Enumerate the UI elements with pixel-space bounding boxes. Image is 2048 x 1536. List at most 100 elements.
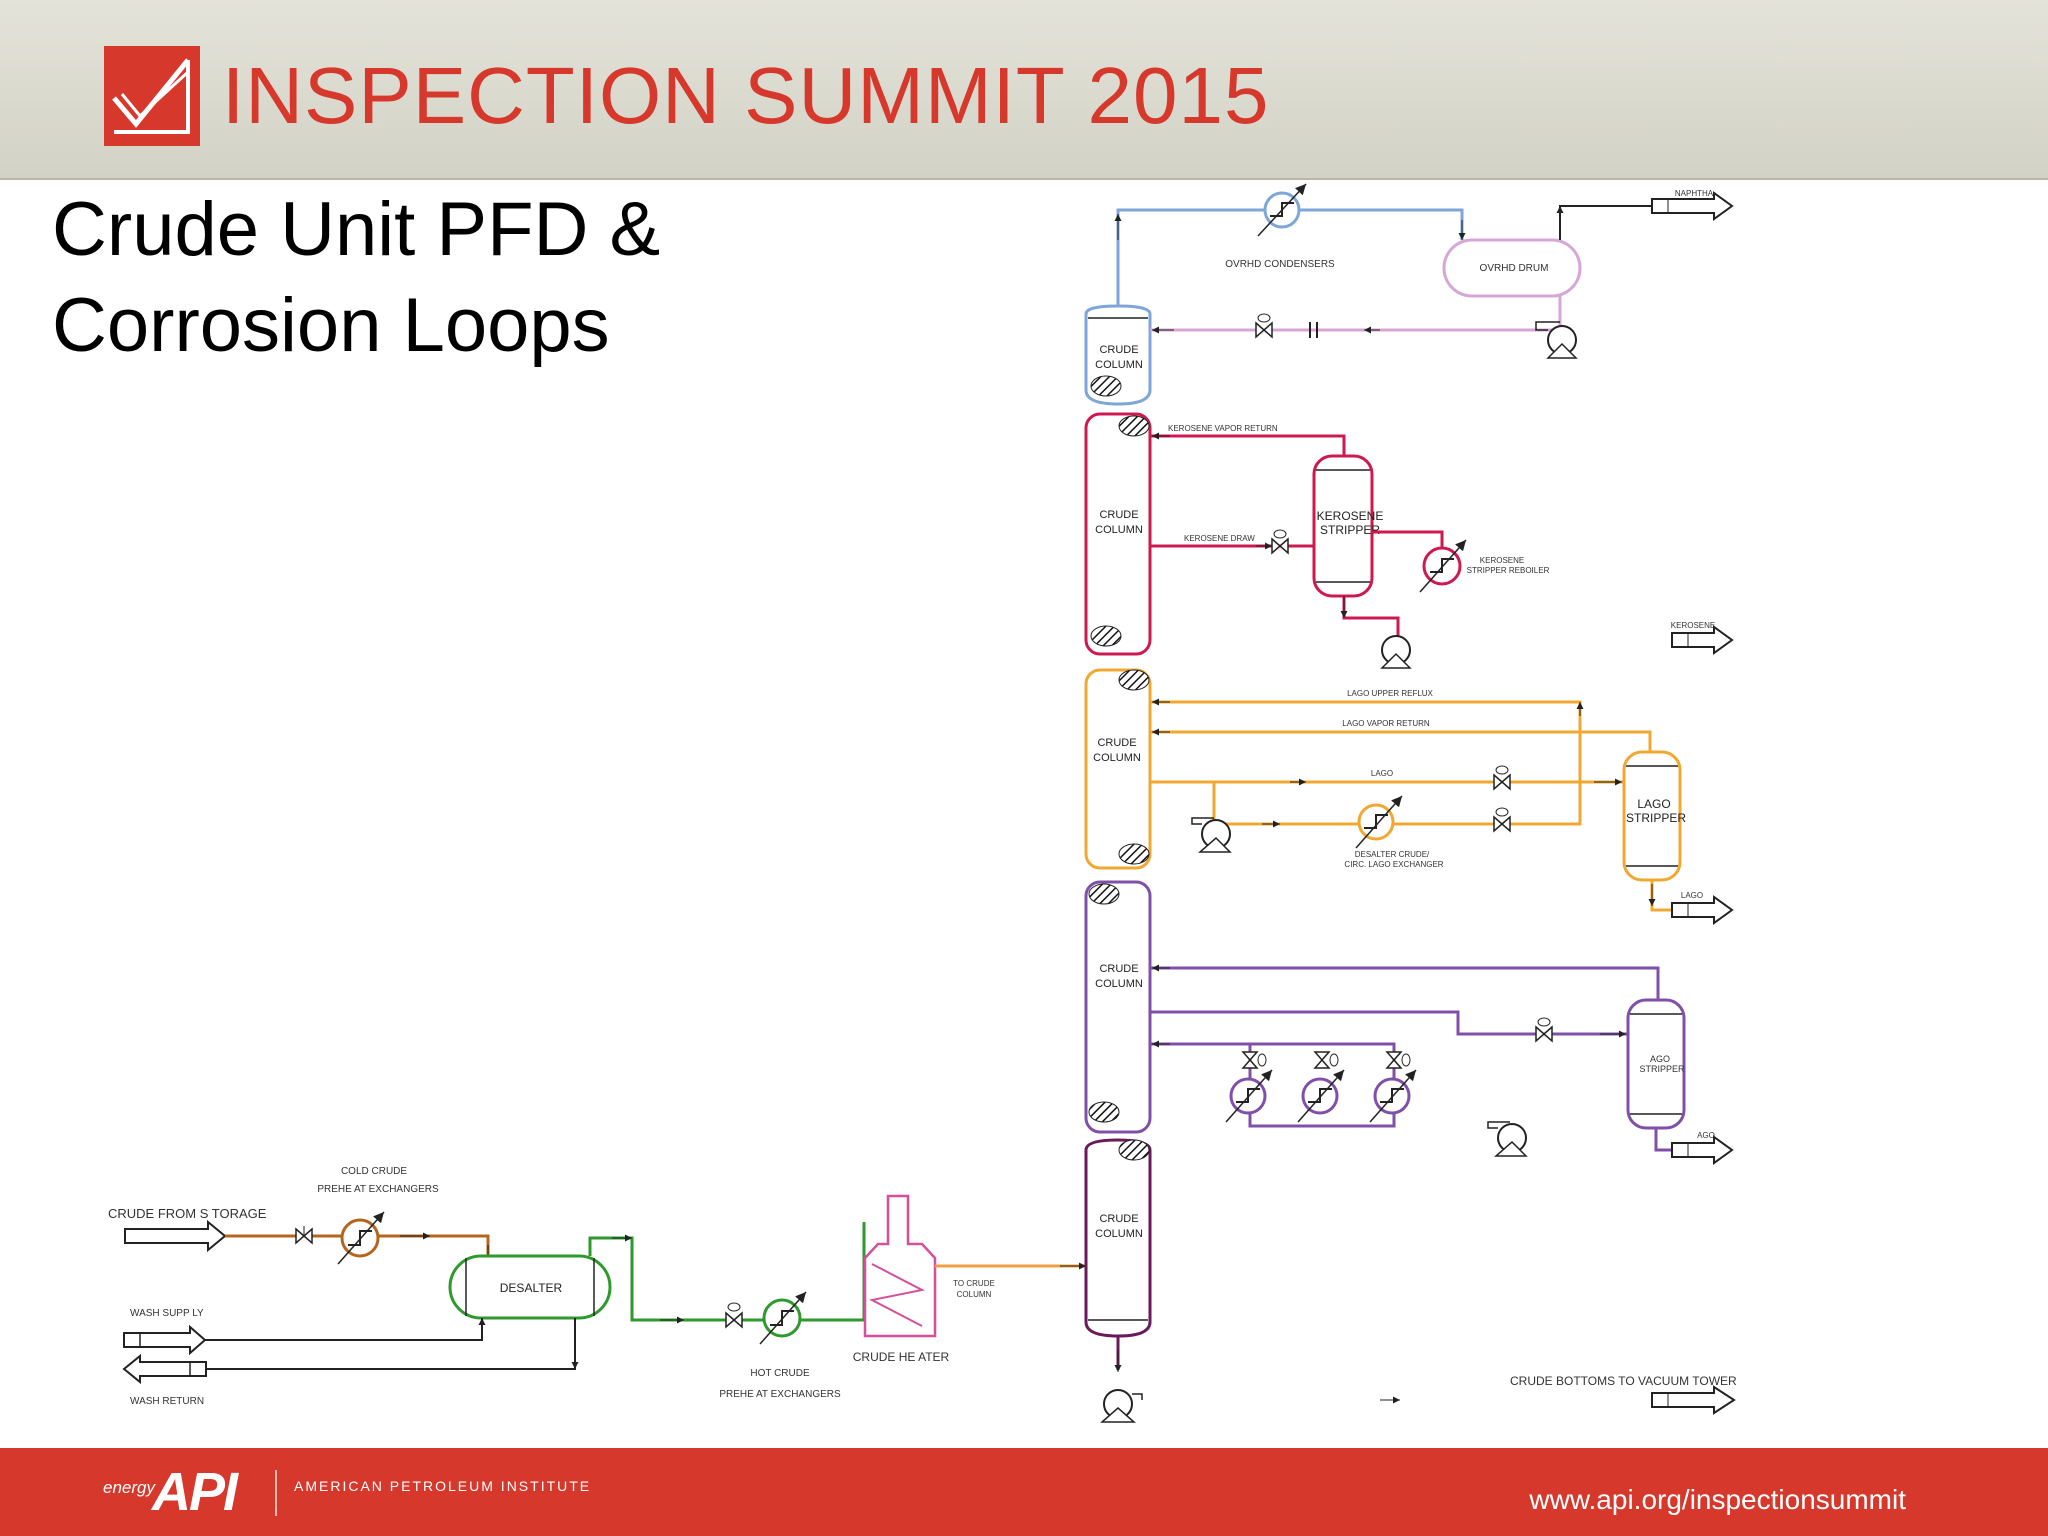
cold-crude-exchanger-icon[interactable] — [337, 1211, 385, 1265]
crude-column-label: CRUDE — [1099, 344, 1138, 356]
to-crude-label: TO CRUDE — [953, 1279, 995, 1288]
crude-column-ago[interactable] — [1084, 880, 1152, 1134]
cold-preheat-exchangers-label: PREHE AT EXCHANGERS — [317, 1184, 439, 1195]
desalted-crude-line — [588, 1222, 866, 1322]
ago-pump-icon[interactable] — [1487, 1121, 1528, 1157]
wash-return-label: WASH RETURN — [130, 1396, 204, 1407]
feed-section: CRUDE FROM S TORAGE COLD CRUDE PREHE AT … — [108, 1166, 1086, 1407]
kerosene-product-line — [1342, 596, 1400, 640]
ago-product-line — [1654, 1128, 1672, 1152]
overhead-condenser-icon[interactable] — [1257, 183, 1307, 237]
valve-icon[interactable] — [1255, 313, 1273, 339]
bottoms-pump-icon[interactable] — [1100, 1389, 1143, 1423]
ago-exchanger-icon[interactable] — [1369, 1069, 1417, 1123]
lago-section: CRUDE COLUMN LAGO UPPER REFLUX LAGO VAPO… — [1084, 668, 1734, 925]
valve-icon[interactable] — [725, 1302, 743, 1329]
crude-column-label: COLUMN — [1093, 752, 1141, 764]
hot-crude-exchanger-icon[interactable] — [759, 1291, 807, 1345]
reflux-pump-icon[interactable] — [1535, 321, 1578, 359]
ago-stripper-label: STRIPPER — [1639, 1064, 1685, 1074]
ago-vapor-return-line — [1150, 966, 1660, 1000]
hot-preheat-exchangers-label: PREHE AT EXCHANGERS — [719, 1389, 841, 1400]
circulating-lago-line — [1212, 782, 1580, 826]
kerosene-draw-label: KEROSENE DRAW — [1184, 534, 1255, 543]
crude-column-label: COLUMN — [1095, 524, 1143, 536]
kerosene-pump-icon[interactable] — [1380, 635, 1412, 669]
desalter-lago-exchanger-icon[interactable] — [1355, 795, 1403, 849]
lago-upper-reflux-label: LAGO UPPER REFLUX — [1347, 689, 1433, 698]
website-link[interactable]: www.api.org/inspectionsummit — [1529, 1484, 1906, 1515]
lago-product-line — [1650, 880, 1672, 912]
valve-icon[interactable] — [1385, 1051, 1411, 1069]
kerosene-stripper-label: KEROSENE — [1317, 509, 1384, 523]
desalter-vessel[interactable] — [448, 1254, 612, 1320]
crude-from-storage-label: CRUDE FROM S TORAGE — [108, 1206, 267, 1221]
crude-heater[interactable] — [863, 1194, 937, 1338]
energy-logo-text: energy — [103, 1478, 155, 1497]
crude-column-label: COLUMN — [1095, 359, 1143, 371]
ago-label: AGO — [1697, 1131, 1715, 1140]
crude-column-label: CRUDE — [1099, 963, 1138, 975]
header-bar: INSPECTION SUMMIT 2015 — [0, 0, 2048, 180]
valve-icon[interactable] — [1241, 1051, 1267, 1069]
flow-orifice-icon — [1309, 322, 1318, 338]
overhead-drum[interactable] — [1442, 238, 1582, 298]
valve-icon[interactable] — [1535, 1017, 1553, 1043]
ago-exchanger-icon[interactable] — [1225, 1069, 1273, 1123]
desalter-exchanger-label: CIRC. LAGO EXCHANGER — [1344, 860, 1443, 869]
valve-icon[interactable] — [1493, 765, 1511, 791]
desalter-label: DESALTER — [500, 1281, 563, 1295]
api-logo: API — [152, 1462, 238, 1522]
wash-return-line — [206, 1318, 576, 1370]
reboiler-loop-line — [1372, 530, 1444, 548]
ovrhd-condensers-label: OVRHD CONDENSERS — [1225, 259, 1335, 270]
valve-icon[interactable] — [295, 1226, 313, 1245]
bottoms-section: CRUDE COLUMN CRUDE BOTTOMS TO VACUUM TOW… — [1084, 1138, 1737, 1423]
event-title: INSPECTION SUMMIT 2015 — [222, 51, 1270, 140]
crude-feed-arrow — [124, 1219, 227, 1253]
kerosene-stripper[interactable] — [1312, 454, 1374, 598]
kerosene-stripper-label: STRIPPER — [1320, 523, 1380, 537]
organization-name: AMERICAN PETROLEUM INSTITUTE — [294, 1478, 592, 1494]
crude-column-lago[interactable] — [1084, 668, 1152, 870]
lago-stripper-label: STRIPPER — [1626, 811, 1686, 825]
crude-column-bottom[interactable] — [1084, 1138, 1152, 1338]
lago-draw-label: LAGO — [1371, 769, 1393, 778]
wash-supply-line — [205, 1318, 483, 1341]
kerosene-vapor-return-line — [1150, 434, 1346, 456]
ago-section: CRUDE COLUMN — [1084, 880, 1734, 1165]
lago-pump-icon[interactable] — [1191, 817, 1232, 853]
footer-bar: energy API AMERICAN PETROLEUM INSTITUTE … — [0, 1448, 2048, 1536]
lago-vapor-return-line — [1150, 730, 1652, 752]
hot-crude-label: HOT CRUDE — [750, 1368, 810, 1379]
reflux-line — [1150, 296, 1562, 332]
valve-icon[interactable] — [1493, 807, 1511, 833]
lago-label: LAGO — [1681, 891, 1703, 900]
ago-pumparound-return-line — [1150, 1042, 1396, 1066]
crude-column-kerosene[interactable] — [1084, 412, 1152, 656]
wash-supply-arrow — [123, 1324, 207, 1356]
lago-stripper-label: LAGO — [1637, 797, 1670, 811]
valve-icon[interactable] — [1313, 1051, 1339, 1069]
crude-bottoms-label: CRUDE BOTTOMS TO VACUUM TOWER — [1510, 1374, 1737, 1388]
crude-column-label: CRUDE — [1097, 737, 1136, 749]
kerosene-reboiler-label: KEROSENE — [1480, 556, 1524, 565]
ago-stripper-label: AGO — [1650, 1054, 1670, 1064]
lago-arrow — [1671, 895, 1734, 925]
kerosene-arrow — [1671, 625, 1734, 655]
crude-column-top[interactable] — [1084, 304, 1152, 406]
kerosene-label: KEROSENE — [1671, 621, 1715, 630]
ago-exchanger-icon[interactable] — [1297, 1069, 1345, 1123]
kerosene-section: CRUDE COLUMN KEROSENE VAPOR RETURN KEROS… — [1084, 412, 1734, 669]
ago-arrow — [1671, 1135, 1734, 1165]
valve-icon[interactable] — [1271, 529, 1289, 555]
footer-divider — [275, 1470, 277, 1516]
crude-column-label: CRUDE — [1099, 1213, 1138, 1225]
crude-heater-label: CRUDE HE ATER — [853, 1350, 950, 1364]
kerosene-reboiler-label: STRIPPER REBOILER — [1467, 566, 1550, 575]
bottoms-arrow — [1651, 1385, 1736, 1415]
kerosene-reboiler-icon[interactable] — [1419, 539, 1467, 593]
wash-supply-label: WASH SUPP LY — [130, 1308, 204, 1319]
ago-stripper[interactable] — [1626, 998, 1686, 1130]
